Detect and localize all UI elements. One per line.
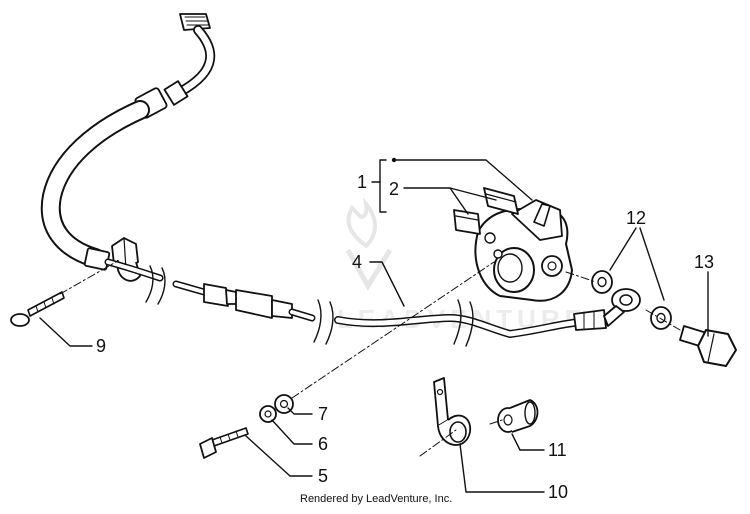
callout-10: 10 xyxy=(548,482,568,502)
brake-hose-upper xyxy=(40,13,216,271)
line-break-3 xyxy=(453,299,474,347)
callout-6: 6 xyxy=(318,434,328,454)
watermark-logo xyxy=(345,197,393,291)
hose-clamp xyxy=(433,377,472,446)
render-credit: Rendered by LeadVenture, Inc. xyxy=(300,493,452,505)
clip-screw xyxy=(10,291,65,327)
brake-pipe xyxy=(334,314,584,338)
callout-5: 5 xyxy=(318,466,328,486)
callout-2: 2 xyxy=(389,179,399,199)
rubber-grommet xyxy=(497,399,539,433)
brake-pads xyxy=(453,187,519,235)
hose-clip-bracket xyxy=(111,237,141,282)
brake-caliper xyxy=(474,199,573,302)
sealing-washers xyxy=(591,270,672,330)
leader-lines xyxy=(39,157,709,493)
pipe-end-fitting xyxy=(573,288,641,331)
callout-1: 1 xyxy=(357,172,367,192)
callout-7: 7 xyxy=(318,404,328,424)
mounting-screw-set xyxy=(199,394,294,459)
line-break-2 xyxy=(313,299,334,345)
callout-11: 11 xyxy=(548,440,567,460)
callout-13: 13 xyxy=(694,252,714,272)
banjo-bolt xyxy=(679,325,737,367)
brake-line-union xyxy=(172,280,316,322)
callout-9: 9 xyxy=(96,336,106,356)
callout-4: 4 xyxy=(352,252,362,272)
line-break-1 xyxy=(145,265,166,305)
callout-12: 12 xyxy=(626,208,646,228)
